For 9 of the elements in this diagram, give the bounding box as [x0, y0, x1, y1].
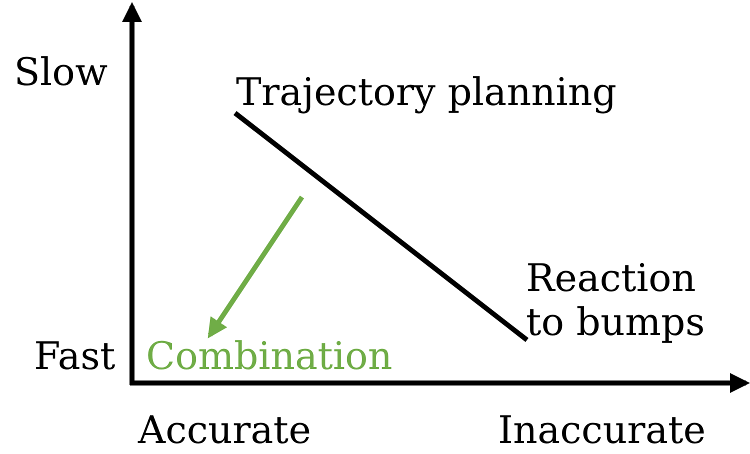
axis-label: Slow [14, 50, 108, 94]
axis-label: Accurate [138, 408, 312, 452]
text-label: Trajectory planning [236, 70, 617, 114]
axis-label: Inaccurate [498, 408, 706, 452]
axis-label: Fast [34, 334, 116, 378]
text-label: Reaction to bumps [526, 256, 736, 344]
arrow [208, 196, 304, 338]
trade-off-line [233, 111, 529, 342]
combination-label: Combination [146, 334, 392, 378]
